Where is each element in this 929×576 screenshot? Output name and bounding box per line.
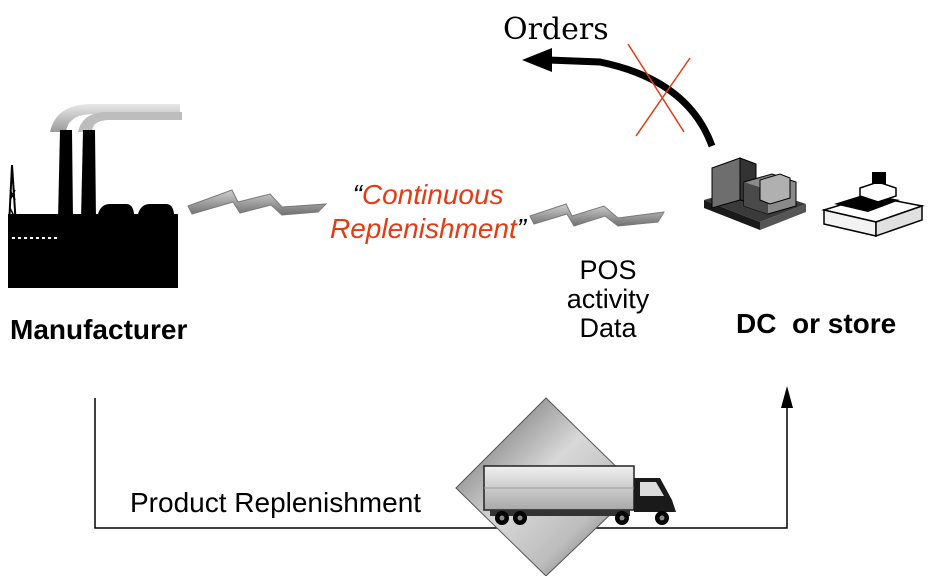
open-quote: “ [352,179,362,210]
data-line: Data [579,313,637,343]
curved-arrow-icon [522,48,716,148]
dc-or-store-label: DC or store [736,308,897,339]
pos-activity-data-label: POS activity Data [558,256,658,343]
close-quote: ” [516,213,527,244]
pos-line: POS [579,255,637,285]
continuous-line: Continuous [361,179,504,210]
cash-register-icon [821,172,925,238]
truck-icon [483,465,676,525]
lightning-bolt-icon [529,203,665,227]
orders-label: Orders [503,12,609,47]
flow-line [94,386,793,529]
product-replenishment-label: Product Replenishment [130,487,422,518]
continuous-replenishment-label: “Continuous Replenishment” [330,178,526,246]
activity-line: activity [566,284,650,314]
factory-icon [8,104,182,288]
replenishment-line: Replenishment [330,213,517,244]
lightning-bolt-icon [187,189,328,216]
crossed-out-x-icon [627,43,691,137]
manufacturer-label: Manufacturer [10,314,188,345]
warehouse-pallet-icon [704,157,806,230]
